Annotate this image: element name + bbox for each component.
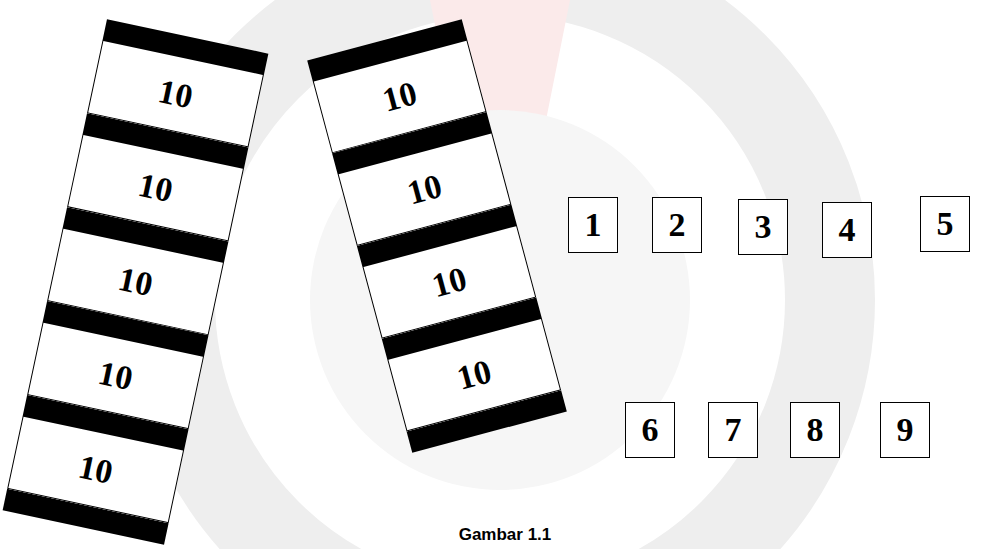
figure-caption: Gambar 1.1 xyxy=(459,525,552,545)
card-number: 10 xyxy=(115,261,155,301)
card-number: 10 xyxy=(155,74,195,114)
unit-card: 3 xyxy=(738,199,788,255)
unit-card: 8 xyxy=(790,402,840,458)
watermark-ring xyxy=(170,0,830,549)
card-number: 3 xyxy=(755,210,772,244)
unit-card: 5 xyxy=(920,196,970,252)
card-number: 10 xyxy=(95,355,135,395)
card-number: 10 xyxy=(428,261,470,303)
unit-card: 7 xyxy=(708,402,758,458)
unit-card: 1 xyxy=(568,197,618,253)
card-number: 10 xyxy=(135,167,175,207)
card-number: 7 xyxy=(725,413,742,447)
unit-card: 2 xyxy=(652,197,702,253)
card-number: 10 xyxy=(75,449,115,489)
unit-card: 9 xyxy=(880,402,930,458)
card-number: 10 xyxy=(404,168,446,210)
unit-card: 4 xyxy=(822,202,872,258)
watermark-disc xyxy=(310,110,690,490)
card-number: 6 xyxy=(642,413,659,447)
card-number: 1 xyxy=(585,208,602,242)
card-number: 9 xyxy=(897,413,914,447)
card-number: 10 xyxy=(453,354,495,396)
card-strip: 10 10 10 10 10 xyxy=(2,19,268,544)
unit-card: 6 xyxy=(625,402,675,458)
card-strip: 10 10 10 10 xyxy=(307,19,567,453)
card-number: 4 xyxy=(839,213,856,247)
card-number: 8 xyxy=(807,413,824,447)
card-number: 2 xyxy=(669,208,686,242)
card-number: 10 xyxy=(379,76,421,118)
card-number: 5 xyxy=(937,207,954,241)
